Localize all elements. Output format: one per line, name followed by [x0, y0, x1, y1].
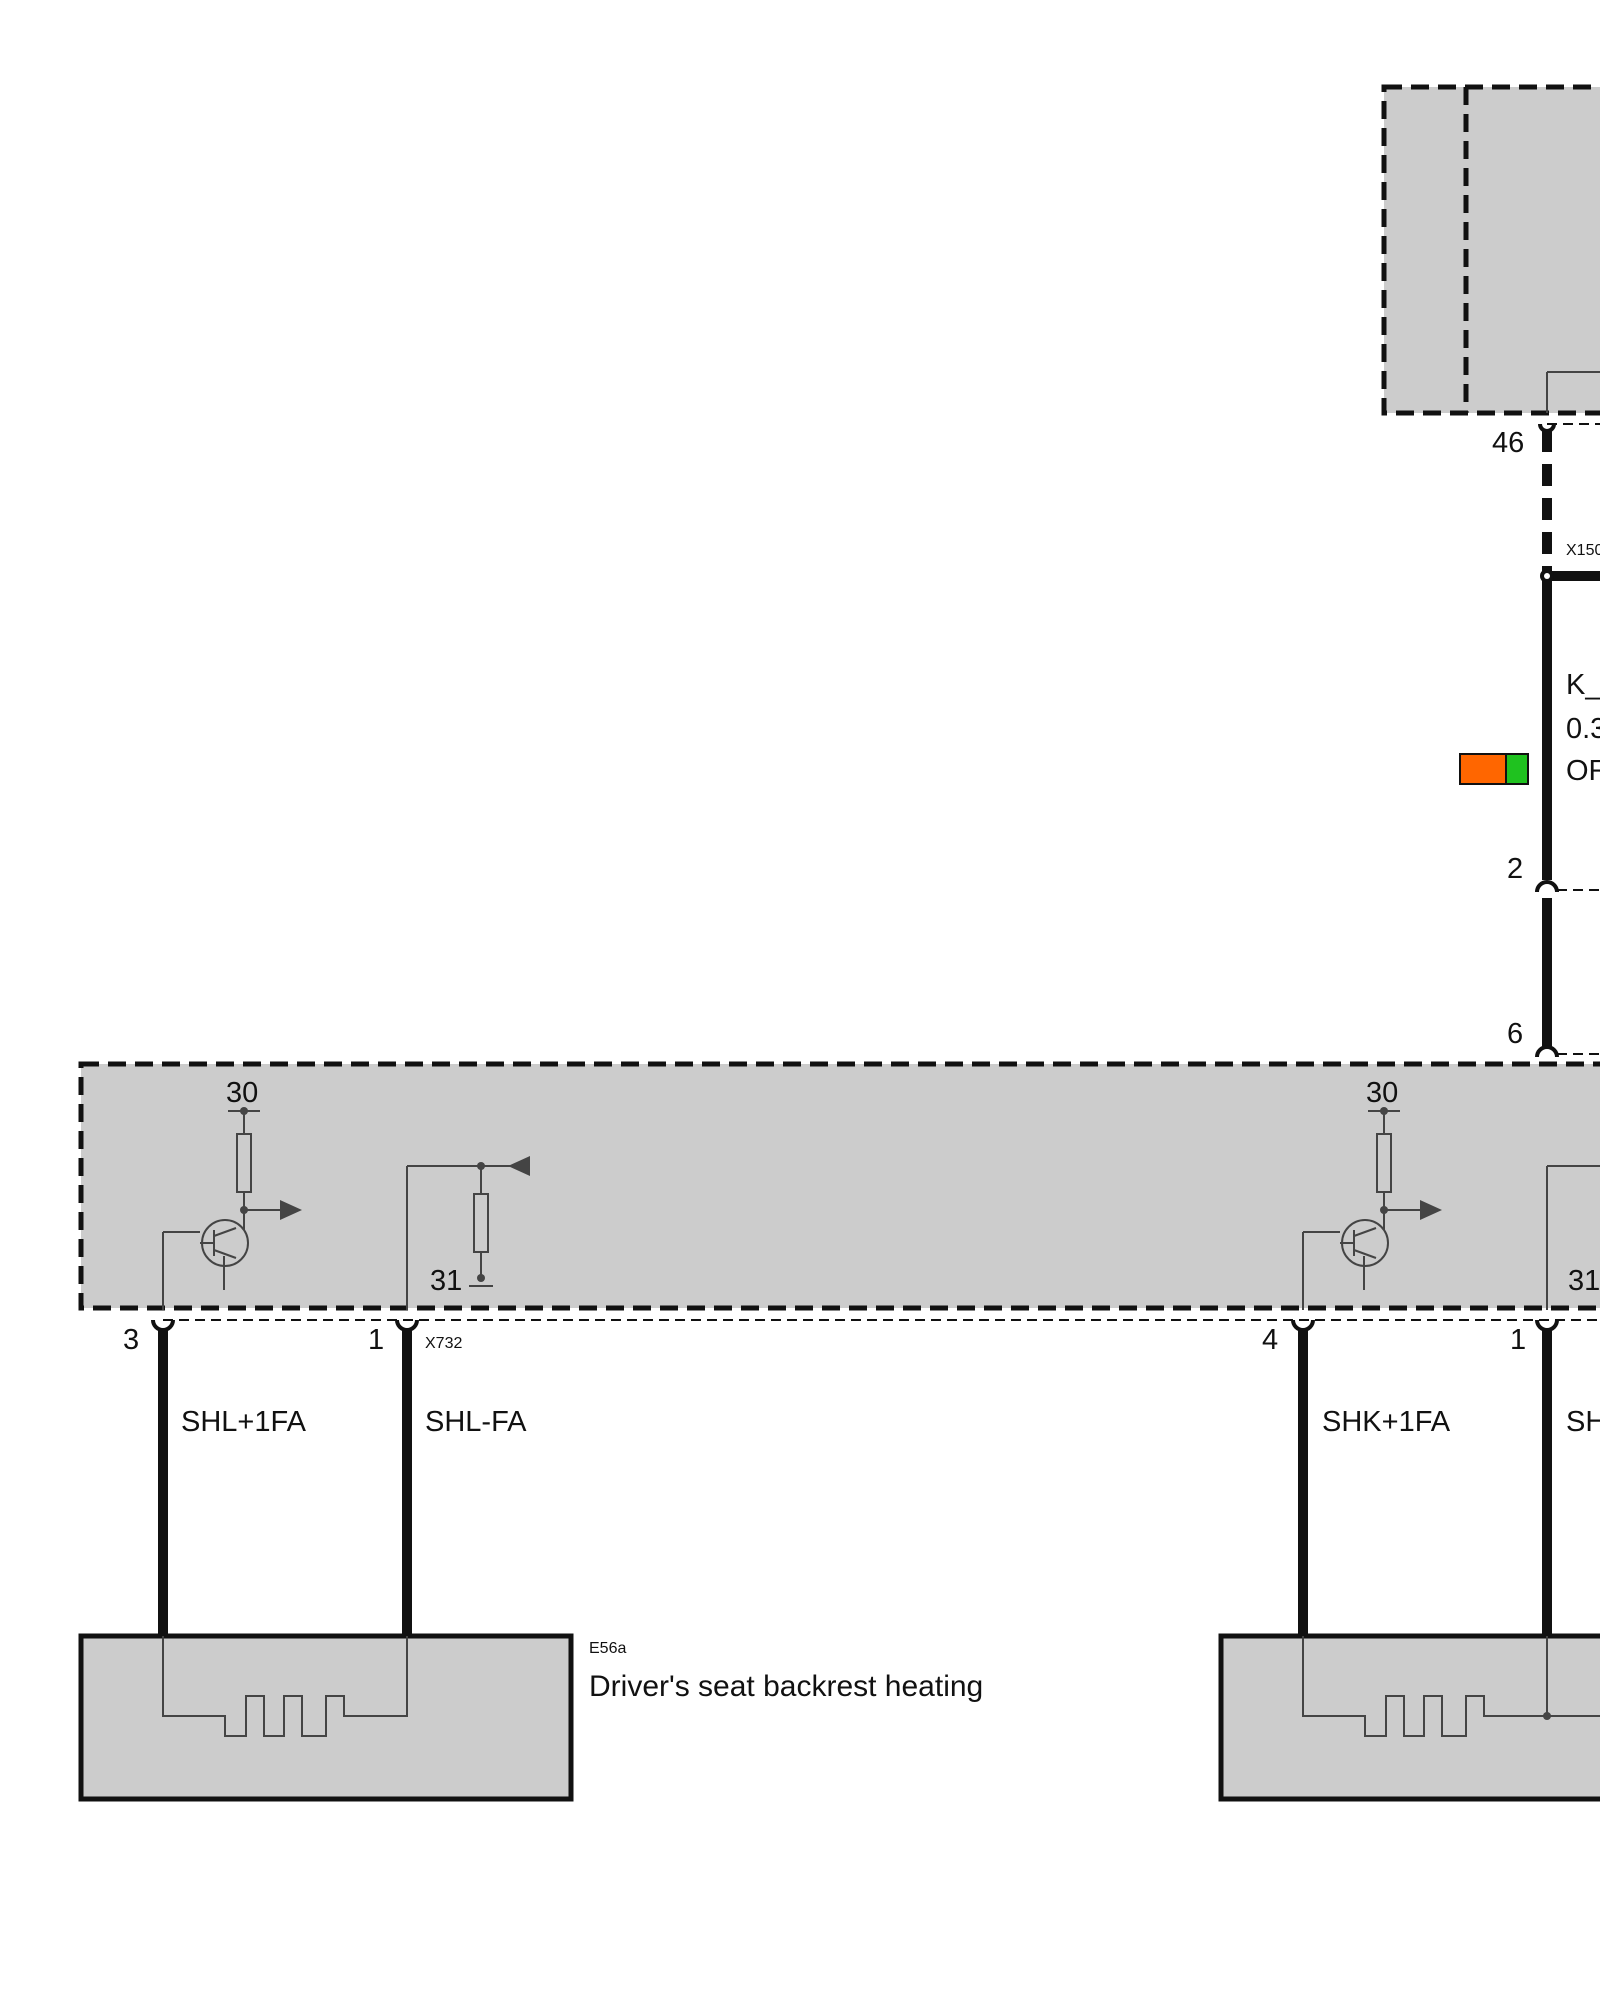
connector-x150-label: X150: [1566, 542, 1600, 559]
wire-color-swatch: [1459, 753, 1529, 785]
wire-cross-section-label: 0.3: [1566, 713, 1600, 745]
cushion-heater: [1218, 1633, 1600, 1802]
pin-4-label: 4: [1262, 1324, 1278, 1356]
top-module: [1381, 84, 1600, 416]
splice-x150: X150: [1540, 542, 1600, 583]
wire-shk-plus-label: SHK+1FA: [1322, 1406, 1451, 1438]
wire-color-code-label: OR: [1566, 755, 1600, 787]
connector-x732-label: X732: [425, 1335, 462, 1352]
heater-code-label: E56a: [589, 1640, 626, 1657]
top-module-pin-46: 46: [1492, 423, 1600, 459]
right-ground-31-label: 31: [1568, 1265, 1600, 1297]
pin-1-backrest-label: 1: [368, 1324, 384, 1356]
wire-name-label: K_: [1566, 669, 1600, 701]
pin-3-label: 3: [123, 1324, 139, 1356]
pin-46-label: 46: [1492, 427, 1524, 459]
left-ground-stage: 31: [406, 1156, 530, 1310]
control-module: [78, 1061, 1600, 1311]
heating-element-symbol: [1302, 1636, 1600, 1737]
left-ground-31-label: 31: [430, 1265, 462, 1297]
pin-1-cushion-label: 1: [1510, 1324, 1526, 1356]
wire-shk-minus-label: SH: [1566, 1406, 1600, 1438]
connector-x732: 3 1 X732 4 1: [123, 1319, 1600, 1356]
left-output-stage: 30: [162, 1077, 302, 1310]
heating-element-symbol: [162, 1636, 408, 1737]
pin-6-label: 6: [1507, 1018, 1523, 1050]
right-supply-30-label: 30: [1366, 1077, 1398, 1109]
right-output-stage: 30: [1302, 1077, 1442, 1310]
heater-name-label: Driver's seat backrest heating: [589, 1670, 983, 1703]
wire-shl-plus-label: SHL+1FA: [181, 1406, 307, 1438]
wire-shl-minus-label: SHL-FA: [425, 1406, 527, 1438]
left-supply-30-label: 30: [226, 1077, 258, 1109]
backrest-heater: E56a Driver's seat backrest heating: [78, 1633, 983, 1802]
pin-2-label: 2: [1507, 853, 1523, 885]
right-ground-stage: 31: [1546, 1165, 1600, 1310]
inline-connector: 2 6: [1507, 853, 1600, 1058]
